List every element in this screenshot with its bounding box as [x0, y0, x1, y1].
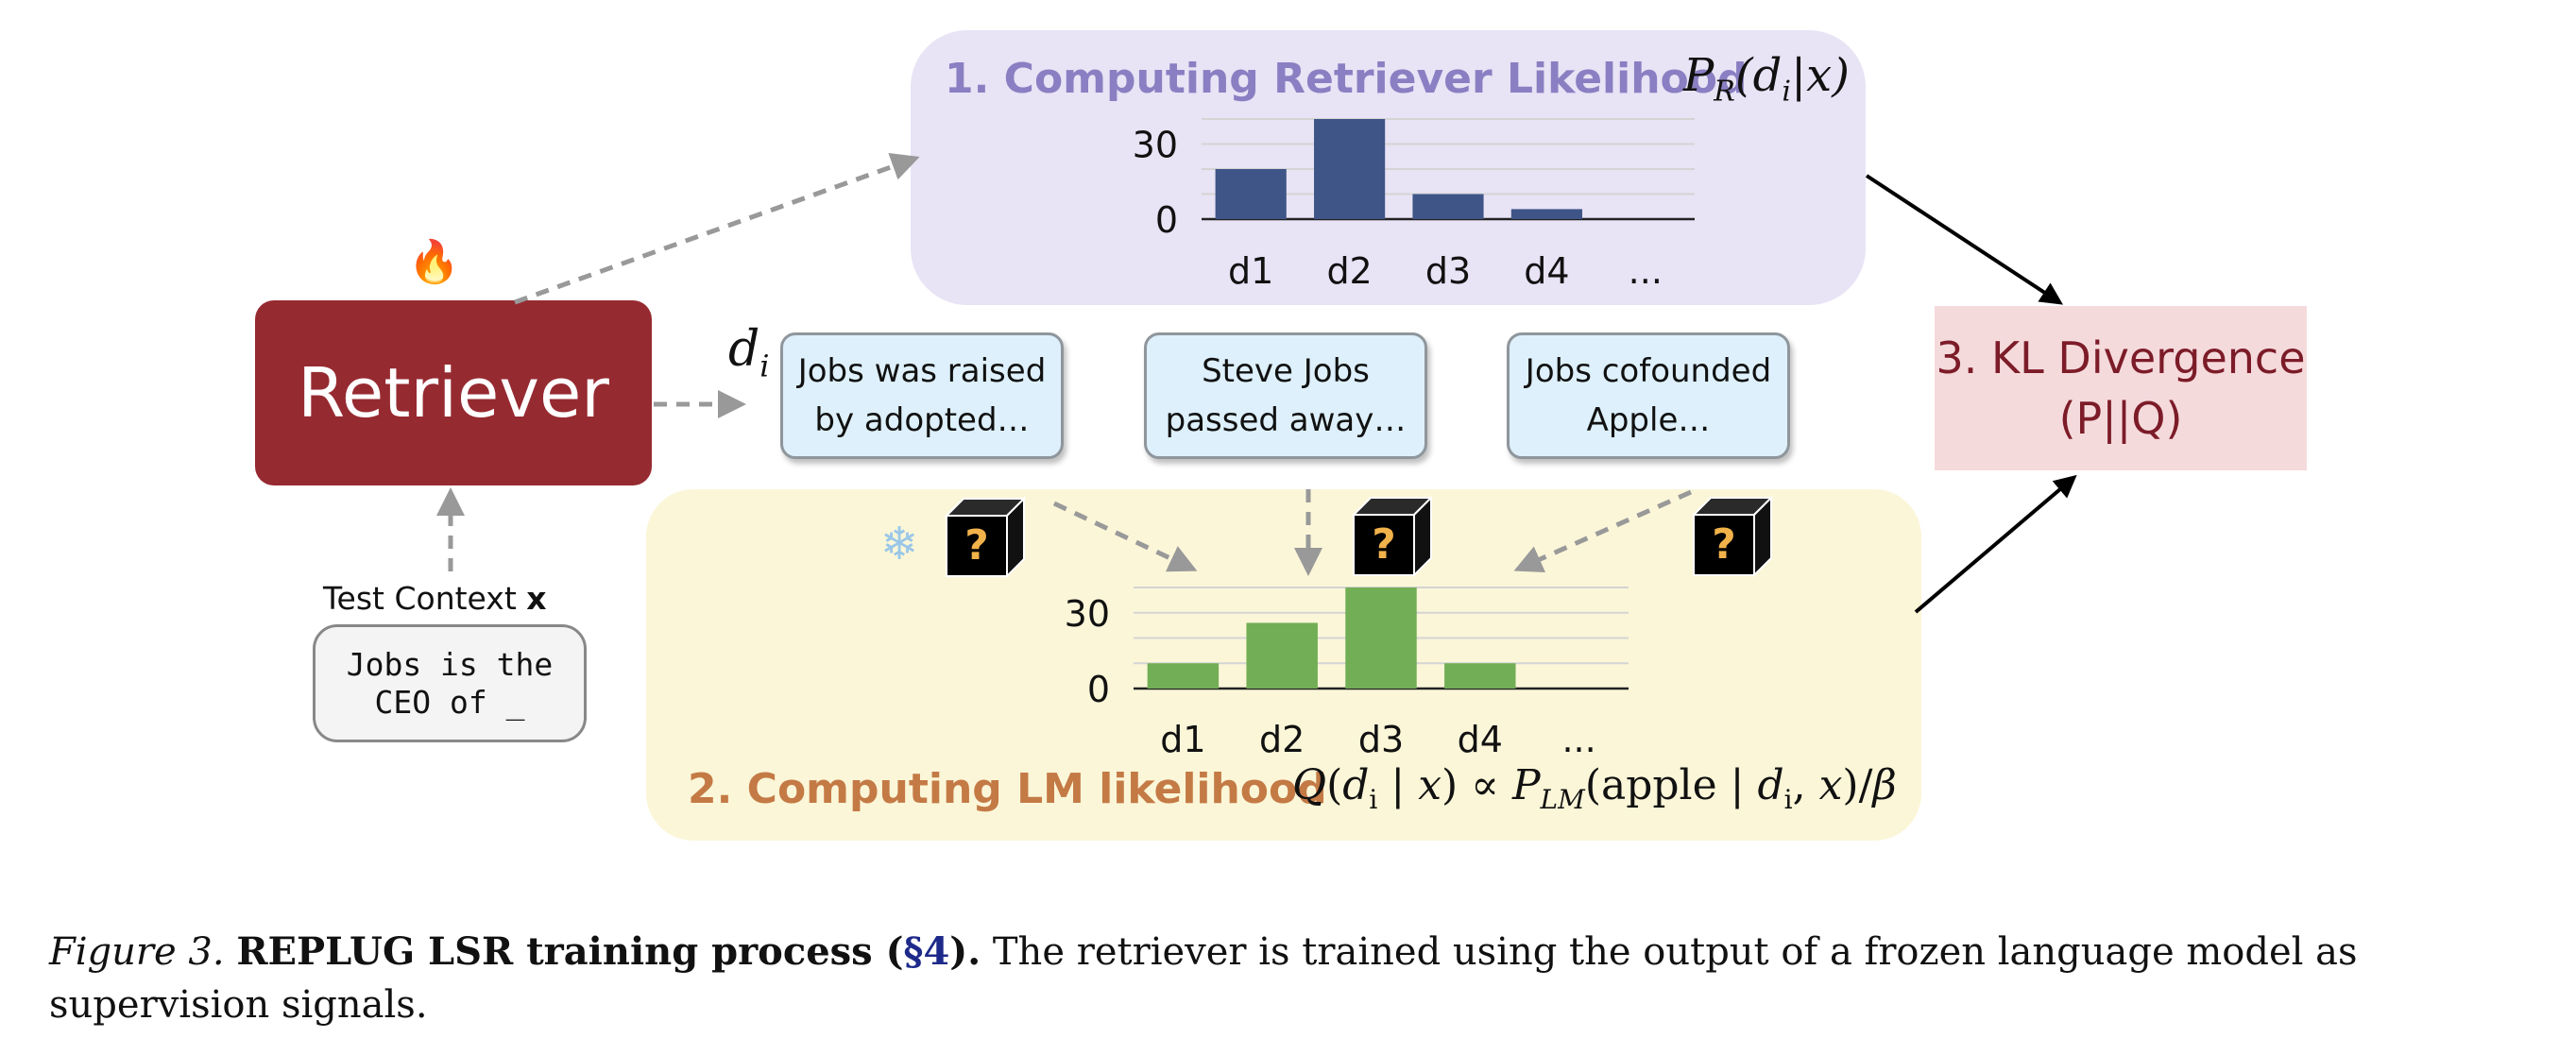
figure-caption: Figure 3. REPLUG LSR training process (§…: [49, 926, 2543, 1031]
x-tick-label: d3: [1425, 250, 1471, 292]
x-tick-label: d1: [1160, 719, 1205, 760]
fire-icon: 🔥: [408, 238, 460, 286]
question-box-icon: ?: [1691, 495, 1774, 578]
snowflake-icon: ❄: [880, 518, 919, 570]
arrow-retriever-to-panel: [514, 152, 920, 305]
x-tick-label: d4: [1458, 719, 1503, 760]
retriever-likelihood-panel: [911, 30, 1866, 305]
caption-title-a: REPLUG LSR training process (: [236, 929, 904, 974]
lm-formula: Q(di | x) ∝ PLM(apple | di, x)/β: [1292, 761, 1897, 815]
arrow-panel-to-kl: [1865, 174, 2064, 305]
x-tick-label: d3: [1358, 719, 1404, 760]
bar: [1215, 169, 1287, 219]
y-tick-label: 0: [1155, 199, 1178, 241]
x-tick-label: d2: [1326, 250, 1372, 292]
question-box-icon: ?: [944, 496, 1027, 579]
y-tick-label: 0: [1087, 669, 1110, 710]
section-link[interactable]: §4: [903, 929, 950, 974]
bar: [1314, 119, 1386, 219]
x-tick-label: d2: [1259, 719, 1305, 760]
bar: [1444, 663, 1516, 689]
bar: [1246, 622, 1318, 689]
question-mark: ?: [1372, 520, 1396, 569]
y-tick-label: 30: [1133, 125, 1178, 166]
document-box: Jobs was raised by adopted…: [780, 332, 1064, 459]
question-box-icon: ?: [1351, 495, 1434, 578]
x-tick-label: ...: [1629, 250, 1663, 292]
x-tick-label: d1: [1228, 250, 1273, 292]
bar: [1345, 587, 1417, 689]
lm-panel-title: 2. Computing LM likelihood: [688, 765, 1327, 813]
bar: [1412, 194, 1484, 219]
caption-title-b: ).: [949, 929, 981, 974]
question-mark: ?: [964, 521, 989, 570]
retriever-formula: PR(di|x): [1683, 49, 1850, 109]
y-tick-label: 30: [1065, 593, 1110, 635]
x-tick-label: d4: [1524, 250, 1569, 292]
bar: [1510, 209, 1582, 219]
arrow-lm-to-kl: [1914, 474, 2077, 614]
question-mark: ?: [1712, 520, 1736, 569]
retriever-box: Retriever: [255, 300, 652, 485]
diagram-overlay: ??? 30 0 d1 d2 d3 d4... 30 0 d1 d2 d3 d4...: [436, 118, 2077, 760]
test-context-label: Test Context x: [323, 580, 547, 617]
document-box: Jobs cofounded Apple…: [1507, 332, 1790, 459]
arrow-doc3-to-lm: [1513, 489, 1693, 572]
retriever-panel-title: 1. Computing Retriever Likelihood: [945, 55, 1748, 103]
kl-divergence-box: 3. KL Divergence (P||Q): [1935, 306, 2307, 470]
document-box: Steve Jobs passed away…: [1144, 332, 1427, 459]
arrow-doc1-to-lm: [1052, 501, 1198, 572]
caption-body: The retriever is trained using the outpu…: [49, 930, 2358, 1027]
test-context-box: Jobs is the CEO of _: [313, 624, 587, 742]
figure-label: Figure 3.: [49, 930, 225, 974]
di-label: di: [728, 321, 770, 384]
bar: [1147, 663, 1220, 689]
x-tick-label: ...: [1561, 719, 1595, 760]
